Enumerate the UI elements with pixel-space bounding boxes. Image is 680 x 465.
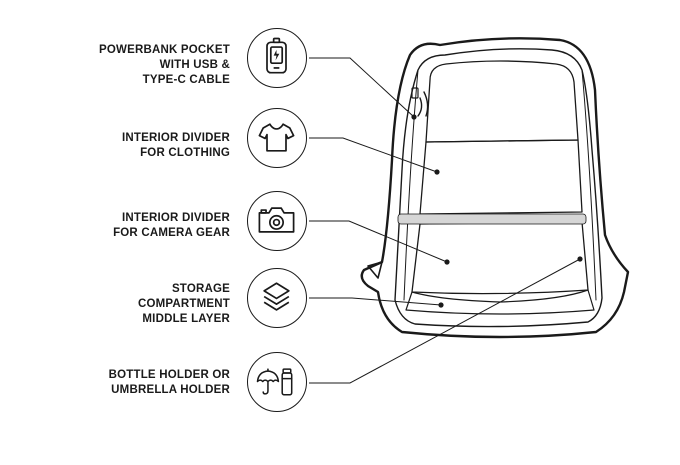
callout-label-clothing: INTERIOR DIVIDER FOR CLOTHING	[30, 131, 230, 161]
leader-line-powerbank	[309, 57, 415, 118]
callout-label-camera: INTERIOR DIVIDER FOR CAMERA GEAR	[30, 211, 230, 241]
backpack-outline	[360, 37, 630, 339]
label-line: UMBRELLA HOLDER	[111, 384, 230, 396]
usb-cable	[417, 91, 429, 117]
leader-dot-powerbank	[411, 114, 417, 120]
camera-divider	[411, 221, 589, 295]
callout-circle-powerbank	[247, 28, 307, 88]
right-side-panel	[581, 69, 597, 301]
callout-circle-camera	[247, 191, 307, 251]
bottom-compartment	[405, 289, 595, 315]
leader-line-camera	[309, 220, 448, 263]
callout-circle-bottle	[247, 352, 307, 412]
left-side-panel	[403, 69, 419, 301]
label-line: FOR CAMERA GEAR	[113, 227, 230, 239]
powerbank-icon	[266, 37, 287, 74]
leader-line-bottle	[309, 258, 581, 384]
label-line: STORAGE	[171, 283, 230, 295]
label-line: MIDDLE LAYER	[142, 313, 230, 325]
callout-circle-clothing	[247, 108, 307, 168]
umbrella-bottle-icon	[256, 368, 293, 396]
label-line: POWERBANK POCKET	[99, 44, 230, 56]
upper-pocket	[425, 60, 579, 143]
leader-dot-storage	[438, 302, 444, 308]
label-line: INTERIOR DIVIDER	[122, 212, 230, 224]
label-line: BOTTLE HOLDER OR	[108, 369, 230, 381]
label-line: TYPE-C CABLE	[142, 74, 230, 86]
usb-plug	[411, 87, 419, 99]
divider-band	[397, 213, 587, 225]
layers-icon	[263, 282, 290, 311]
label-line: INTERIOR DIVIDER	[122, 132, 230, 144]
callout-label-powerbank: POWERBANK POCKET WITH USB & TYPE-C CABLE	[30, 43, 230, 88]
side-reflector	[367, 261, 383, 279]
label-line: COMPARTMENT	[137, 298, 230, 310]
leader-dot-clothing	[434, 169, 440, 175]
label-line: WITH USB &	[159, 59, 230, 71]
leader-dot-bottle	[577, 256, 583, 262]
tshirt-icon	[258, 123, 295, 152]
label-line: FOR CLOTHING	[140, 147, 230, 159]
leader-dot-camera	[444, 259, 450, 265]
backpack-inner-lining	[394, 48, 603, 328]
callout-label-bottle: BOTTLE HOLDER OR UMBRELLA HOLDER	[30, 368, 230, 398]
leader-line-storage	[309, 297, 442, 306]
leader-line-clothing	[309, 137, 438, 173]
clothing-divider	[419, 139, 583, 215]
callout-label-storage: STORAGE COMPARTMENT MIDDLE LAYER	[30, 282, 230, 327]
camera-icon	[258, 207, 295, 233]
callout-circle-storage	[247, 268, 307, 328]
